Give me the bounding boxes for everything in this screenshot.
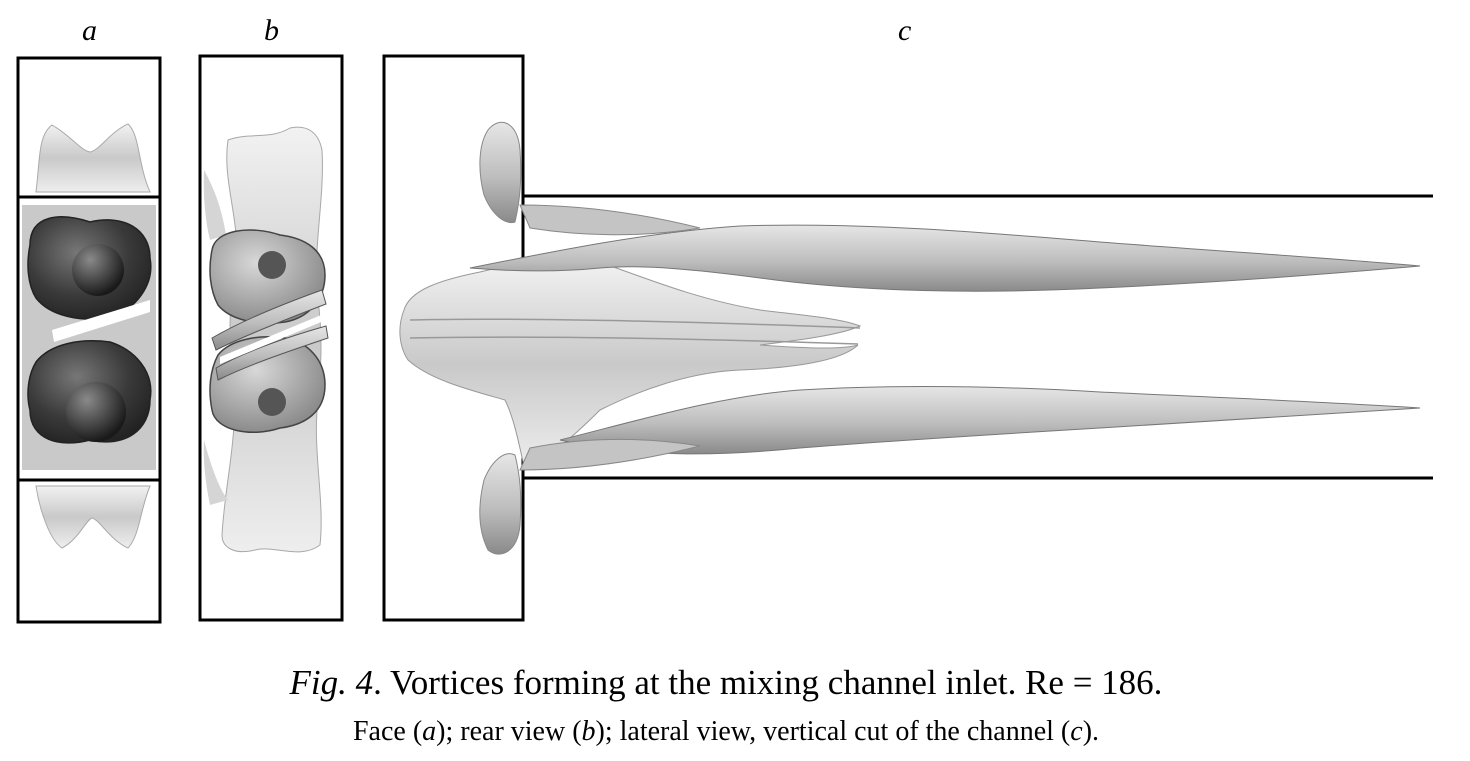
panel-a-bottom-vortex bbox=[35, 485, 151, 549]
panel-b-lower-core bbox=[258, 388, 286, 416]
panel-b-wisp-top bbox=[203, 170, 226, 240]
panel-b-frame bbox=[198, 54, 344, 622]
panel-b-wisp-bottom bbox=[203, 440, 228, 505]
figure-caption-title: Fig. 4. Vortices forming at the mixing c… bbox=[0, 663, 1452, 703]
caption-part3: ); lateral view, vertical cut of the cha… bbox=[595, 716, 1071, 747]
caption-ref-c: c bbox=[1070, 716, 1083, 747]
vortex-figure bbox=[16, 54, 1433, 624]
figure-number: Fig. 4 bbox=[289, 663, 374, 702]
panel-label-b: b bbox=[264, 14, 279, 47]
panel-a bbox=[16, 56, 162, 624]
panel-a-upper-core bbox=[72, 244, 124, 296]
panel-a-top-vortex bbox=[35, 123, 151, 193]
caption-part1: Face ( bbox=[352, 716, 423, 747]
panel-b-upper-core bbox=[258, 251, 286, 279]
caption-ref-a: a bbox=[422, 716, 437, 747]
panel-c bbox=[382, 54, 1433, 622]
panel-b-gap bbox=[220, 313, 326, 364]
panel-b-upper-tube bbox=[211, 289, 327, 351]
panel-label-a: a bbox=[82, 14, 97, 47]
panel-c-lower-tail bbox=[559, 385, 1421, 455]
panel-c-upper-tail bbox=[469, 224, 1421, 292]
panel-c-lower-streak bbox=[519, 438, 701, 471]
figure-caption-subtitle: Face (a); rear view (b); lateral view, v… bbox=[0, 716, 1452, 748]
panel-c-blade-line-2 bbox=[409, 336, 859, 345]
panel-a-gap bbox=[52, 300, 150, 342]
caption-part2: ); rear view ( bbox=[436, 716, 582, 747]
panel-b bbox=[198, 54, 344, 622]
panel-label-c: c bbox=[898, 14, 912, 47]
panel-c-upper-streak bbox=[519, 204, 701, 236]
panel-c-blade-line-1 bbox=[409, 318, 861, 329]
figure-caption-text: . Vortices forming at the mixing channel… bbox=[373, 663, 1163, 702]
panel-a-frame bbox=[16, 56, 162, 624]
caption-part4: ). bbox=[1082, 716, 1100, 747]
panel-a-lower-core bbox=[66, 382, 126, 442]
panel-b-lower-tube bbox=[215, 325, 329, 381]
panel-c-upper-lobe bbox=[479, 121, 522, 224]
caption-ref-b: b bbox=[581, 716, 596, 747]
panel-c-lower-lobe bbox=[479, 453, 522, 555]
